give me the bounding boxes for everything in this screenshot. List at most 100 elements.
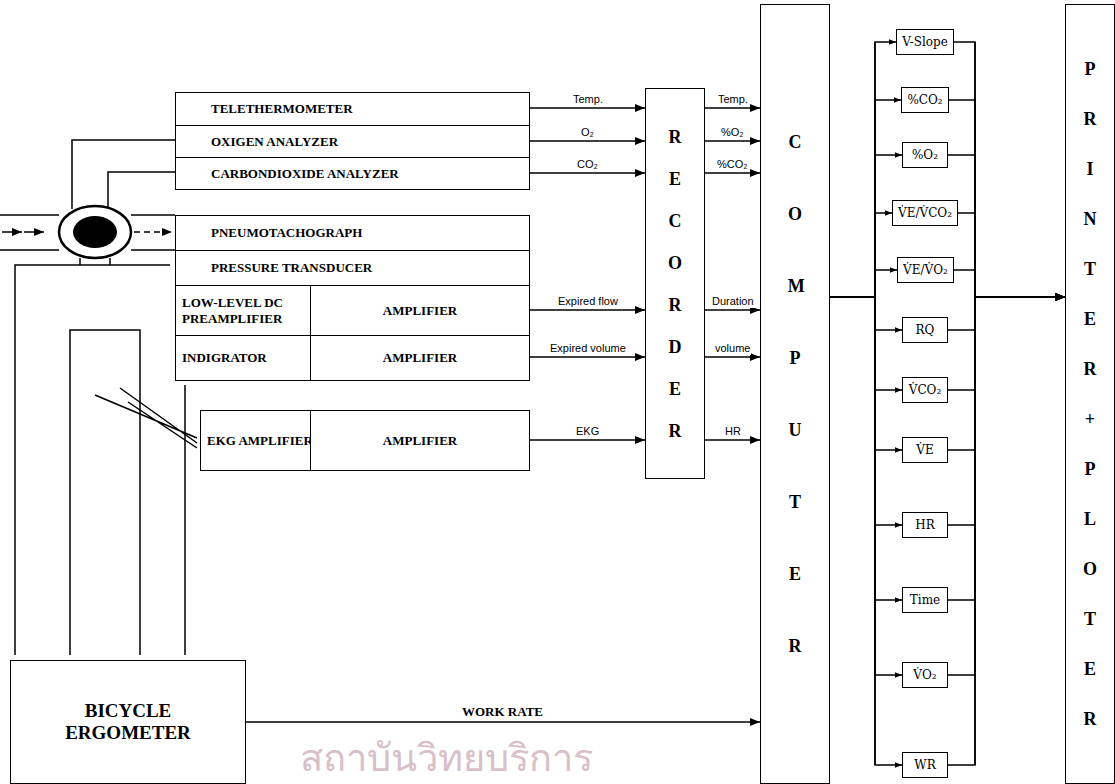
instrument-box: INDIGRATOR: [175, 335, 311, 381]
box-label: INDIGRATOR: [182, 350, 267, 366]
signal-label: Temp.: [572, 93, 604, 106]
instrument-box: PNEUMOTACHOGRAPH: [175, 215, 530, 251]
signal-label: EKG: [575, 425, 600, 438]
signal-arrow: [830, 213, 892, 297]
box-label: EKG AMPLIFIER: [207, 433, 313, 449]
watermark: สถาบันวิทยบริการ: [300, 736, 593, 780]
flow-arrow: [24, 231, 44, 233]
signal-arrow: [705, 439, 760, 441]
signal-arrow: [830, 297, 902, 765]
signal-label: O₂: [580, 126, 595, 139]
signal-arrow: [530, 172, 645, 174]
signal-arrow: [830, 297, 902, 600]
result-box: V̇E/V̇O₂: [897, 257, 954, 283]
box-label: PRINTER+PLOTER: [1083, 44, 1097, 744]
signal-arrow: [530, 309, 645, 311]
result-box: %CO₂: [901, 87, 949, 113]
signal-arrow: [830, 297, 902, 525]
box-label: TELETHERMOMETER: [211, 101, 353, 117]
gas-sample-line: [72, 140, 175, 209]
box-label: %O₂: [912, 148, 938, 162]
box-label: OXIGEN ANALYZER: [211, 134, 338, 150]
signal-label: %O₂: [720, 126, 745, 139]
signal-arrow: [948, 297, 1065, 675]
signal-label: WORK RATE: [461, 704, 544, 720]
signal-label: volume: [714, 342, 751, 355]
signal-arrow: [705, 172, 760, 174]
box-label: AMPLIFIER: [383, 433, 457, 449]
signal-arrow: [830, 297, 902, 390]
signal-arrow: [705, 356, 760, 358]
signal-label: Temp.: [717, 93, 749, 106]
instrument-box: TELETHERMOMETER: [175, 92, 530, 126]
box-label: V̇E: [916, 443, 933, 457]
neck-line: [80, 258, 110, 265]
signal-label: %CO₂: [716, 158, 749, 171]
printer-box: PRINTER+PLOTER: [1065, 4, 1115, 784]
result-box: V̇E/V̇CO₂: [892, 200, 958, 226]
signal-arrow: [830, 297, 902, 450]
signal-arrow: [948, 297, 1065, 450]
ekg-lead: [95, 388, 197, 448]
signal-arrow: [830, 155, 902, 297]
instrument-box: PRESSURE TRANSDUCER: [175, 250, 530, 286]
amplifier-box: AMPLIFIER: [310, 410, 530, 471]
signal-label: CO₂: [576, 158, 599, 171]
box-label: LOW-LEVEL DC PREAMPLIFIER: [182, 295, 316, 327]
signal-arrow: [830, 297, 902, 330]
result-box: V̇E: [902, 437, 948, 463]
result-box: WR: [902, 752, 948, 778]
signal-arrow: [948, 155, 1065, 297]
instrument-box: OXIGEN ANALYZER: [175, 125, 530, 158]
signal-arrow: [830, 270, 897, 297]
box-label: Time: [910, 593, 940, 607]
signal-arrow: [830, 297, 902, 675]
box-label: RQ: [916, 323, 935, 337]
box-label: COMPUTER: [788, 106, 802, 682]
box-label: V̇E/V̇CO₂: [898, 206, 952, 220]
result-box: V̇CO₂: [902, 377, 948, 403]
box-label: V-Slope: [902, 35, 948, 49]
box-label: PRESSURE TRANSDUCER: [211, 260, 372, 276]
signal-arrow: [530, 439, 645, 441]
box-label: WR: [914, 758, 935, 772]
output-bracket: [875, 42, 975, 765]
result-box: HR: [902, 512, 948, 538]
amplifier-box: AMPLIFIER: [310, 285, 530, 336]
instrument-box: CARBONDIOXIDE ANALYZER: [175, 157, 530, 190]
box-label: V̇CO₂: [909, 383, 942, 397]
signal-arrow: [958, 213, 1065, 297]
result-box: V-Slope: [896, 29, 954, 55]
signal-arrow: [705, 309, 760, 311]
box-label: CARBONDIOXIDE ANALYZER: [211, 166, 399, 182]
box-label: V̇O₂: [913, 668, 936, 682]
instrument-box: LOW-LEVEL DC PREAMPLIFIER: [175, 285, 317, 336]
computer-box: COMPUTER: [760, 4, 830, 784]
box-label: RECORDER: [668, 116, 682, 452]
signal-arrow: [948, 297, 1065, 525]
result-box: V̇O₂: [902, 662, 948, 688]
signal-arrow: [948, 297, 1065, 765]
signal-arrow: [949, 100, 1065, 297]
result-box: %O₂: [902, 142, 948, 168]
signal-arrow: [948, 297, 1065, 600]
result-box: RQ: [902, 317, 948, 343]
box-label: AMPLIFIER: [383, 303, 457, 319]
signal-arrow: [530, 356, 645, 358]
box-label: BICYCLE ERGOMETER: [53, 700, 203, 744]
signal-arrow: [830, 42, 896, 297]
signal-label: Expired flow: [557, 295, 619, 308]
amplifier-box: AMPLIFIER: [310, 335, 530, 381]
box-label: AMPLIFIER: [383, 350, 457, 366]
signal-arrow: [705, 107, 760, 109]
instrument-box: EKG AMPLIFIER: [200, 410, 317, 471]
box-label: PNEUMOTACHOGRAPH: [211, 225, 362, 241]
flow-sensor: [73, 216, 117, 248]
signal-arrow: [948, 297, 1065, 330]
signal-arrow: [830, 100, 901, 297]
result-box: Time: [902, 587, 948, 613]
signal-arrow: [246, 721, 760, 723]
breathing-tube: [0, 215, 175, 250]
mouthpiece: [59, 206, 131, 258]
signal-label: HR: [724, 425, 742, 438]
